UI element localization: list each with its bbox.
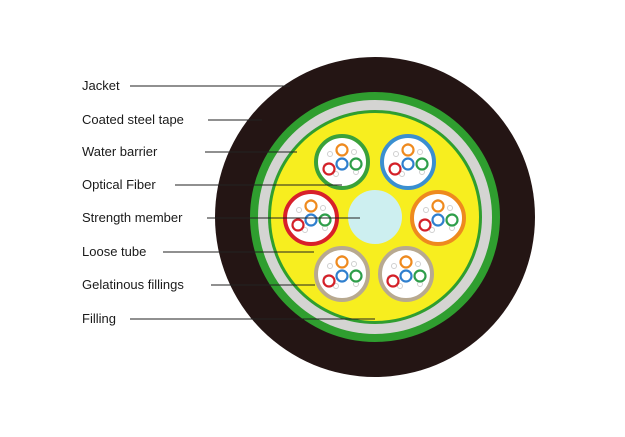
gelatinous-filling-dot [351, 149, 357, 155]
optical-fiber [322, 162, 336, 176]
optical-fiber [388, 162, 402, 176]
optical-fiber [401, 143, 415, 157]
label-loose-tube: Loose tube [82, 244, 147, 259]
optical-fiber [401, 157, 415, 171]
gelatinous-filling-dot [423, 207, 429, 213]
label-water-barrier: Water barrier [82, 144, 158, 159]
loose-tube-blue [380, 134, 436, 190]
optical-fiber [322, 274, 336, 288]
optical-fiber [399, 255, 413, 269]
leader-lines [130, 85, 375, 320]
strength-member [348, 190, 402, 244]
gelatinous-filling-dot [296, 207, 302, 213]
optical-fiber [431, 199, 445, 213]
optical-fiber [386, 274, 400, 288]
optical-fiber [335, 143, 349, 157]
optical-fiber [415, 157, 429, 171]
optical-fiber [291, 218, 305, 232]
optical-fiber [318, 213, 332, 227]
optical-fiber [399, 269, 413, 283]
gelatinous-filling-dot [333, 283, 339, 289]
gelatinous-filling-dot [415, 261, 421, 267]
optical-fiber [431, 213, 445, 227]
loose-tube-green [314, 134, 370, 190]
optical-fiber [413, 269, 427, 283]
optical-fiber [445, 213, 459, 227]
loose-tube-orange [410, 190, 466, 246]
gelatinous-filling-dot [399, 171, 405, 177]
optical-fiber [335, 255, 349, 269]
optical-fiber [418, 218, 432, 232]
optical-fiber [335, 157, 349, 171]
gelatinous-filling-dot [397, 283, 403, 289]
gelatinous-filling-dot [391, 263, 397, 269]
loose-tube-gray-right [378, 246, 434, 302]
optical-fiber [335, 269, 349, 283]
loose-tubes-group [283, 134, 466, 302]
label-optical-fiber: Optical Fiber [82, 177, 156, 192]
label-coated-steel-tape: Coated steel tape [82, 112, 184, 127]
label-filling: Filling [82, 311, 116, 326]
optical-fiber [349, 269, 363, 283]
gelatinous-filling-dot [333, 171, 339, 177]
loose-tube-gray-left [314, 246, 370, 302]
gelatinous-filling-dot [327, 151, 333, 157]
gelatinous-filling-dot [327, 263, 333, 269]
gelatinous-filling-dot [393, 151, 399, 157]
gelatinous-filling-dot [351, 261, 357, 267]
optical-fiber [304, 213, 318, 227]
gelatinous-filling-dot [320, 205, 326, 211]
optical-fiber [304, 199, 318, 213]
gelatinous-filling-dot [429, 227, 435, 233]
gelatinous-filling-dot [447, 205, 453, 211]
optical-fiber [349, 157, 363, 171]
label-gelatinous-fillings: Gelatinous fillings [82, 277, 184, 292]
gelatinous-filling-dot [302, 227, 308, 233]
label-jacket: Jacket [82, 78, 120, 93]
gelatinous-filling-dot [417, 149, 423, 155]
label-strength-member: Strength member [82, 210, 183, 225]
